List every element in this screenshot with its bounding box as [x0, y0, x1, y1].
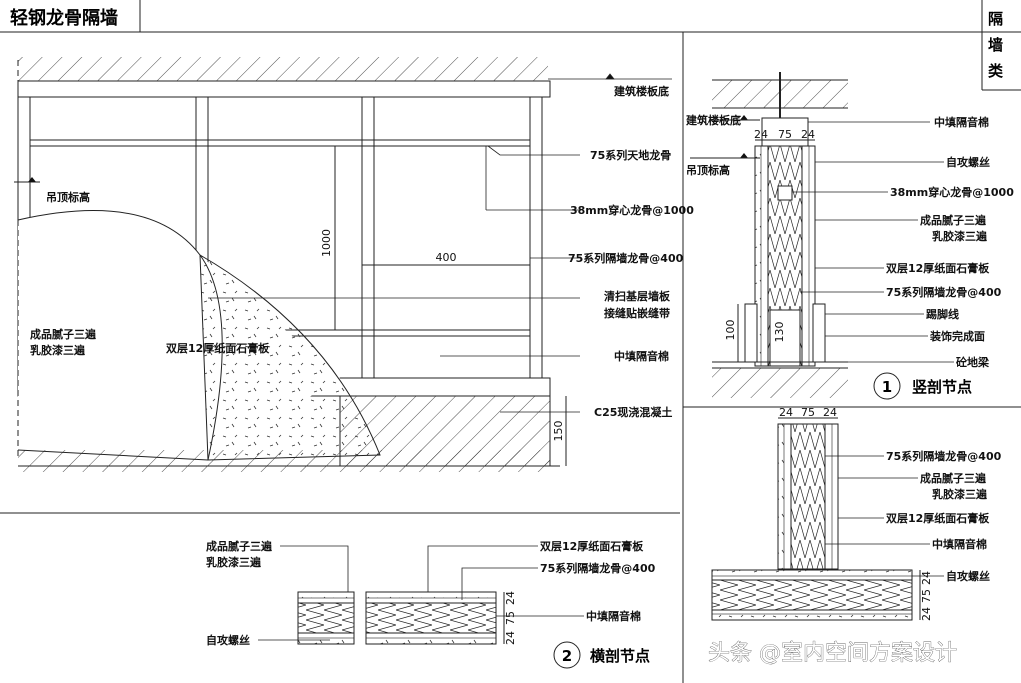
label-through-stud: 38mm穿心龙骨@1000	[570, 203, 694, 217]
elevation-view: 1000 400 150 建筑楼板底 75系列天地龙骨 吊顶标高 38mm穿心龙…	[14, 57, 694, 472]
sheet-title: 轻钢龙骨隔墙	[10, 7, 118, 29]
dim-1000: 1000	[320, 229, 333, 257]
s2-label-finish-1: 成品腻子三遍	[206, 539, 273, 553]
sr-dim-side-3: 24	[920, 607, 933, 621]
s2-number: 2	[562, 647, 572, 665]
sr-label-finish-1: 成品腻子三遍	[920, 471, 987, 485]
s1-label-skirting: 踢脚线	[926, 307, 959, 321]
dim-150: 150	[552, 421, 565, 442]
label-partition-stud: 75系列隔墙龙骨@400	[568, 251, 684, 265]
label-finish-1: 成品腻子三遍	[30, 327, 97, 341]
s1-dim-top-3: 24	[801, 128, 815, 141]
s1-caption: 竖剖节点	[912, 378, 972, 396]
sr-label-board: 双层12厚纸面石膏板	[886, 511, 990, 525]
s2-label-board: 双层12厚纸面石膏板	[540, 539, 644, 553]
sr-label-insulation: 中填隔音棉	[932, 537, 987, 551]
sr-dim-side-1: 24	[920, 571, 933, 585]
s2-label-finish-2: 乳胶漆三遍	[206, 555, 262, 569]
sr-dim-side-2: 75	[920, 589, 933, 603]
s1-dim-top-2: 75	[778, 128, 792, 141]
s1-label-slab-bottom: 建筑楼板底	[686, 113, 741, 127]
label-skirting-1: 清扫基层墙板	[604, 289, 671, 303]
s1-label-insulation: 中填隔音棉	[934, 115, 989, 129]
s2-dim-side-3: 24	[504, 631, 517, 645]
label-board: 双层12厚纸面石膏板	[166, 341, 270, 355]
sr-dim-top-1: 24	[779, 406, 793, 419]
category-tab: 隔 墙 类	[988, 10, 1004, 80]
label-top-track: 75系列天地龙骨	[590, 148, 671, 162]
s1-label-floor-finish: 装饰完成面	[929, 329, 985, 343]
s2-dim-side-1: 24	[504, 591, 517, 605]
s1-dim-130: 130	[773, 322, 786, 343]
s2-label-stud: 75系列隔墙龙骨@400	[540, 561, 656, 575]
section-1-vertical: 24 75 24 100 130 建筑楼板底 吊顶标高 中填隔音棉 自攻螺丝 3…	[686, 72, 1014, 400]
s1-label-board: 双层12厚纸面石膏板	[886, 261, 990, 275]
slab-hatch	[18, 57, 548, 81]
label-concrete: C25现浇混凝土	[594, 405, 672, 419]
dim-400: 400	[436, 251, 457, 264]
s2-caption: 横剖节点	[590, 647, 650, 665]
s1-dim-100: 100	[724, 320, 737, 341]
label-ceiling-level: 吊顶标高	[46, 190, 90, 204]
s1-dim-top-1: 24	[754, 128, 768, 141]
s1-label-stud: 75系列隔墙龙骨@400	[886, 285, 1002, 299]
s1-label-screw: 自攻螺丝	[946, 155, 990, 169]
s1-label-finish-2: 乳胶漆三遍	[932, 229, 988, 243]
s1-number: 1	[882, 378, 892, 396]
section-right: 24 75 24 24 75 24 75系列隔墙龙骨@400 成品腻子三遍 乳胶…	[711, 406, 1002, 621]
sr-dim-top-2: 75	[801, 406, 815, 419]
floor-hatch	[18, 450, 550, 472]
s1-label-finish-1: 成品腻子三遍	[920, 213, 987, 227]
s2-dim-side-2: 75	[504, 611, 517, 625]
category-char-1: 隔	[988, 10, 1003, 28]
sr-label-screw: 自攻螺丝	[946, 569, 990, 583]
s2-label-screw: 自攻螺丝	[206, 633, 250, 647]
label-slab-bottom: 建筑楼板底	[614, 84, 669, 98]
category-char-3: 类	[988, 62, 1004, 80]
label-finish-2: 乳胶漆三遍	[30, 343, 86, 357]
elevation-leaders	[208, 73, 672, 413]
sr-label-stud: 75系列隔墙龙骨@400	[886, 449, 1002, 463]
s2-label-insulation: 中填隔音棉	[586, 609, 641, 623]
s1-label-ceiling-level: 吊顶标高	[686, 163, 730, 177]
s1-label-through-stud: 38mm穿心龙骨@1000	[890, 185, 1014, 199]
section-2-horizontal: 24 75 24 成品腻子三遍 乳胶漆三遍 双层12厚纸面石膏板 75系列隔墙龙…	[206, 539, 656, 669]
sr-dim-top-3: 24	[823, 406, 837, 419]
category-char-2: 墙	[988, 36, 1003, 54]
s1-label-ground-beam: 砼地梁	[956, 355, 990, 369]
label-insulation: 中填隔音棉	[614, 349, 669, 363]
label-skirting-2: 接缝贴嵌缝带	[604, 306, 670, 320]
watermark: 头条 @室内空间方案设计	[708, 641, 957, 666]
sr-label-finish-2: 乳胶漆三遍	[932, 487, 988, 501]
